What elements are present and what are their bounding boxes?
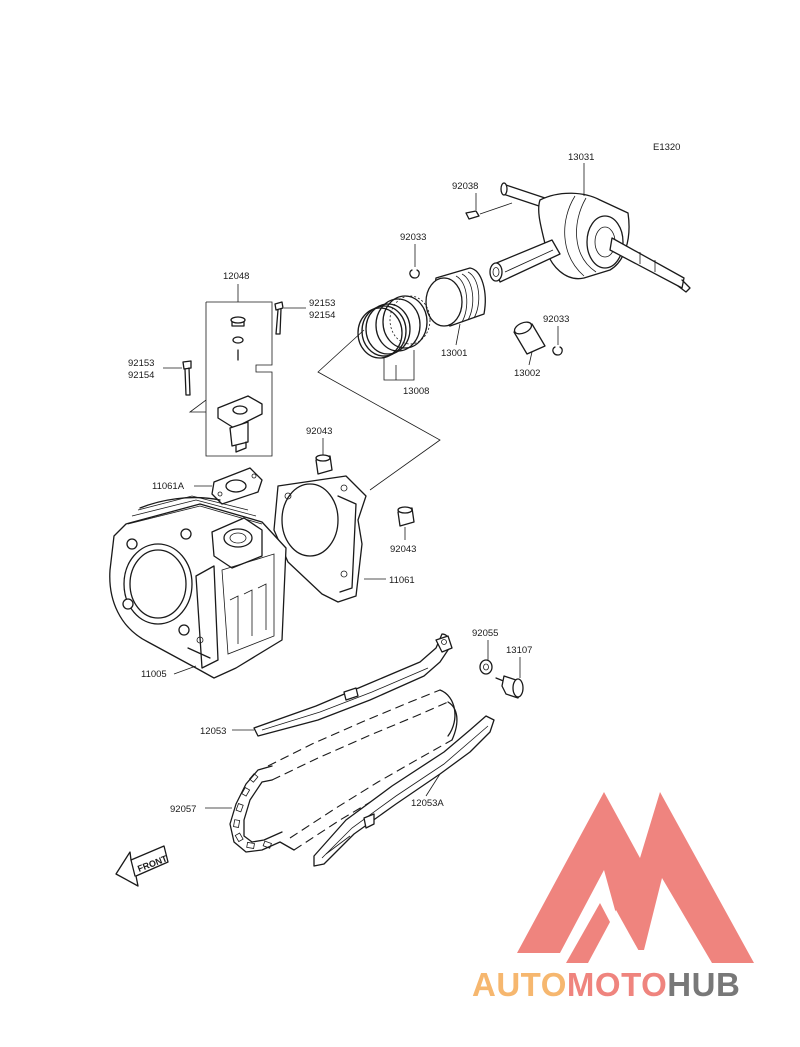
piston xyxy=(425,267,486,327)
piston-rings xyxy=(357,295,431,359)
label-92038: 92038 xyxy=(452,181,478,192)
label-92154-upper: 92154 xyxy=(309,310,335,321)
label-92153-lower: 92153 xyxy=(128,358,154,369)
label-92055: 92055 xyxy=(472,628,498,639)
cylinder-block xyxy=(109,495,287,679)
chain-guide-rear xyxy=(313,715,495,867)
cylinder-base-gasket xyxy=(273,475,367,603)
tensioner-bolt-lower xyxy=(182,360,192,396)
label-92033-left: 92033 xyxy=(400,232,426,243)
piston-pin-clip-left xyxy=(409,269,420,279)
label-13002: 13002 xyxy=(514,368,540,379)
woodruff-key xyxy=(465,210,480,220)
diagram-code: E1320 xyxy=(653,142,680,153)
label-12053A: 12053A xyxy=(411,798,444,809)
label-12053: 12053 xyxy=(200,726,226,737)
label-11005: 11005 xyxy=(141,669,167,680)
label-92033-right: 92033 xyxy=(543,314,569,325)
tensioner-bolt-upper xyxy=(274,301,284,335)
logo-word-auto: AUTO xyxy=(472,966,567,1003)
label-92043-upper: 92043 xyxy=(306,426,332,437)
dowel-pin-lower xyxy=(397,506,415,527)
label-92153-upper: 92153 xyxy=(309,298,335,309)
chain-tensioner xyxy=(217,316,263,453)
label-92043-lower: 92043 xyxy=(390,544,416,555)
label-92154-lower: 92154 xyxy=(128,370,154,381)
svg-text:AUTOMOTOHUB: AUTOMOTOHUB xyxy=(472,966,740,1003)
crankshaft xyxy=(489,182,691,293)
label-92057: 92057 xyxy=(170,804,196,815)
logo-word-hub: HUB xyxy=(667,966,740,1003)
logo-triangle-mark xyxy=(517,792,754,963)
label-11061: 11061 xyxy=(389,575,415,586)
guide-bolt xyxy=(495,675,524,699)
piston-pin-clip-right xyxy=(552,346,563,356)
label-12048: 12048 xyxy=(223,271,249,282)
guide-washer xyxy=(479,659,493,675)
label-13031: 13031 xyxy=(568,152,594,163)
front-arrow: FRONT xyxy=(115,845,169,887)
dowel-pin-upper xyxy=(315,454,333,475)
label-11061A: 11061A xyxy=(152,481,185,492)
label-13008: 13008 xyxy=(403,386,429,397)
piston-pin xyxy=(513,321,546,355)
tensioner-gasket xyxy=(211,467,263,505)
chain-guide-front xyxy=(253,633,453,737)
automotohub-logo: AUTOMOTOHUB xyxy=(472,792,754,1003)
logo-word-moto: MOTO xyxy=(567,966,667,1003)
label-13001: 13001 xyxy=(441,348,467,359)
label-13107: 13107 xyxy=(506,645,532,656)
